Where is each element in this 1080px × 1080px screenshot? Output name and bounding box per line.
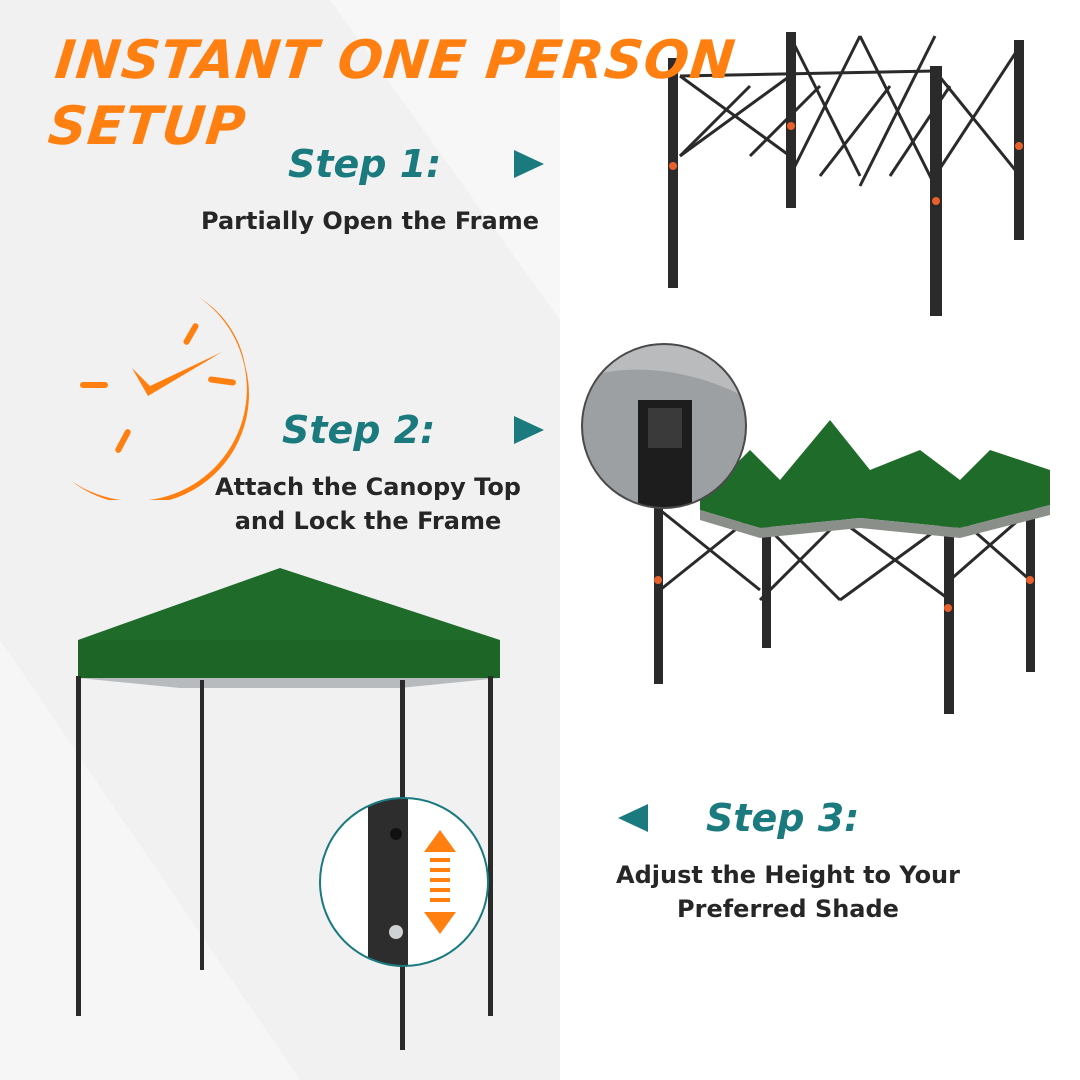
headline-line-1: INSTANT ONE PERSON xyxy=(52,30,739,91)
step-3-desc-line-2: Preferred Shade xyxy=(677,895,899,923)
headline: INSTANT ONE PERSON SETUP xyxy=(45,28,739,160)
step-3-desc-line-1: Adjust the Height to Your xyxy=(616,861,960,889)
partially-open-frame-illustration xyxy=(668,32,1024,316)
step-2-desc-line-1: Attach the Canopy Top xyxy=(215,473,521,501)
step-2-title: Step 2: xyxy=(282,408,436,452)
step-2-desc-line-2: and Lock the Frame xyxy=(234,507,502,535)
step-2-description: Attach the Canopy Top and Lock the Frame xyxy=(168,470,568,538)
step-3-description: Adjust the Height to Your Preferred Shad… xyxy=(588,858,988,926)
up-down-arrow-icon xyxy=(424,830,456,934)
clock-check-icon xyxy=(70,298,249,500)
step-1-title: Step 1: xyxy=(288,142,442,186)
height-adjust-detail-zoom xyxy=(319,797,489,967)
step-1-desc-line-1: Partially Open the Frame xyxy=(201,207,539,235)
velcro-strap-detail-zoom xyxy=(581,343,747,509)
canopy-attach-illustration xyxy=(654,420,1050,714)
step-2-arrow-icon xyxy=(514,416,544,444)
step-3-arrow-icon xyxy=(618,804,648,832)
step-1-description: Partially Open the Frame xyxy=(170,204,570,238)
step-1-arrow-icon xyxy=(514,150,544,178)
step-3-title: Step 3: xyxy=(706,796,860,840)
